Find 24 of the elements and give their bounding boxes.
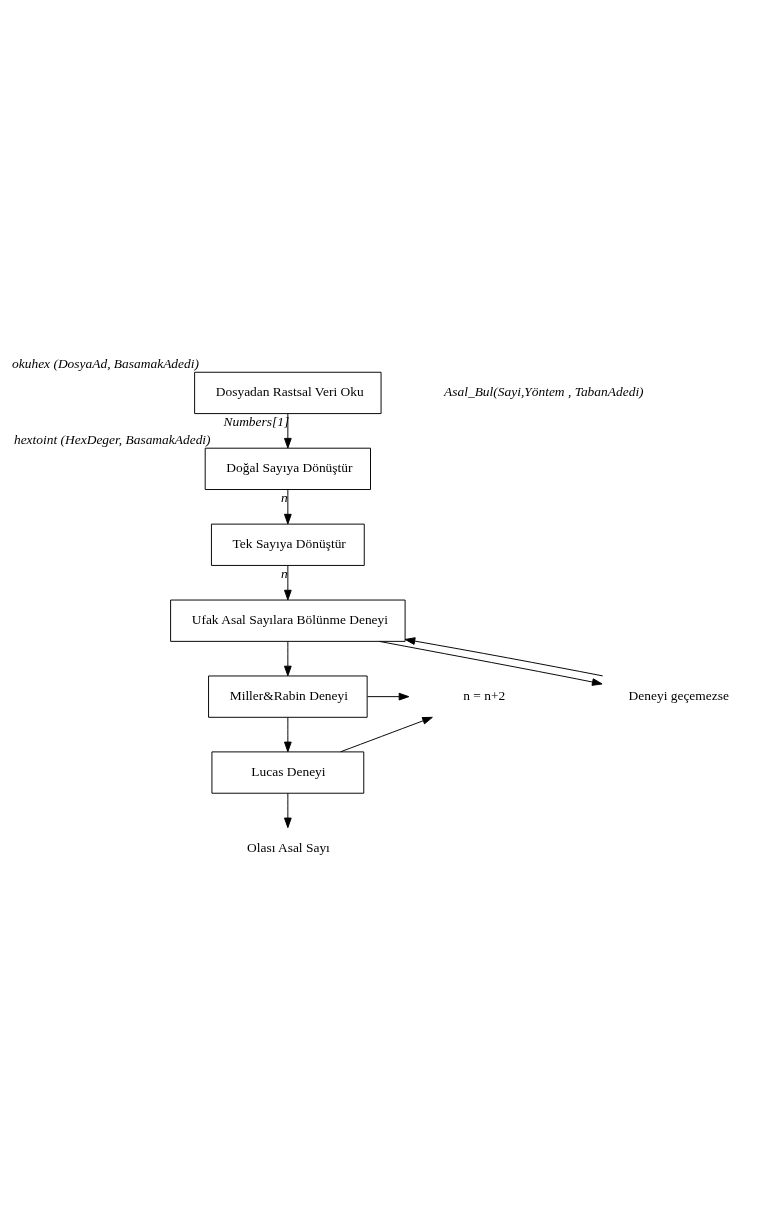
arrow [284,716,292,753]
arrow [284,489,292,525]
arrow [378,640,603,686]
node-box: Ufak Asal Sayılara Bölünme Deneyi [170,599,406,642]
arrow [367,692,410,701]
node-box: Lucas Deneyi [211,751,365,794]
node-label: okuhex (DosyaAd, BasamakAdedi) [12,355,199,371]
label: Asal_Bul(Sayi,Yöntem , TabanAdedi) [444,383,644,399]
node-label: hextoint (HexDeger, BasamakAdedi) [13,431,211,447]
arrow [404,637,604,677]
edge-label: Numbers[1] [223,414,290,430]
edge-label: n [281,490,288,506]
node-box: Dosyadan Rastsal Veri Oku [194,371,382,415]
node-text: n = n+2 [463,688,506,704]
node-text: Deneyi geçemezse [628,688,729,704]
arrow [340,716,433,753]
node-text: Olası Asal Sayı [247,840,330,856]
arrow [284,792,292,829]
node-box: Doğal Sayıya Dönüştür [204,447,371,490]
node-box: Miller&Rabin Deneyi [208,675,368,718]
arrow [284,565,292,601]
edge-label: n [281,566,288,582]
node-box: Tek Sayıya Dönüştür [210,523,365,566]
arrow [284,641,292,677]
